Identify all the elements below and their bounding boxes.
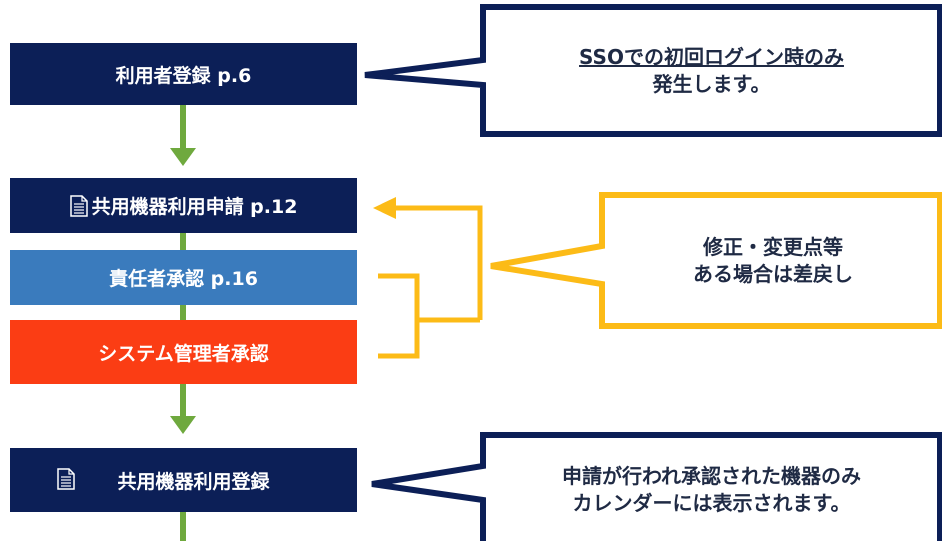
- callout-3-shape: [371, 432, 942, 541]
- step-manager-approval: 責任者承認 p.16: [10, 250, 357, 305]
- step-label: 共用機器利用登録: [117, 470, 270, 493]
- flow-arrow-4: [170, 384, 196, 434]
- callout-1-shape: [364, 4, 942, 137]
- callout-return-note: 修正・変更点等 ある場合は差戻し: [605, 198, 941, 324]
- callout-2-shape: [490, 192, 942, 329]
- document-icon: [57, 468, 75, 490]
- step-admin-approval: システム管理者承認: [10, 320, 357, 384]
- callout-line-2: 発生します。: [652, 71, 771, 96]
- step-equipment-registration: 共用機器利用登録: [10, 448, 357, 512]
- callout-calendar-note: 申請が行われ承認された機器のみ カレンダーには表示されます。: [486, 438, 937, 541]
- callout-line-1: 申請が行われ承認された機器のみ: [562, 463, 861, 488]
- flow-arrow-1: [170, 105, 196, 166]
- document-icon: [69, 194, 88, 217]
- step-label: 共用機器利用申請 p.12: [91, 196, 298, 218]
- step-user-registration: 利用者登録 p.6: [10, 43, 357, 105]
- return-bracket: [378, 205, 483, 359]
- callout-line-1: 修正・変更点等: [703, 235, 843, 259]
- step-equipment-application: 共用機器利用申請 p.12: [10, 178, 357, 233]
- callout-line-2: ある場合は差戻し: [693, 262, 853, 286]
- callout-sso-note: SSOでの初回ログイン時のみ 発生します。: [486, 10, 937, 131]
- step-label: 責任者承認 p.16: [109, 268, 258, 290]
- callout-line-1: SSOでの初回ログイン時のみ: [579, 44, 844, 69]
- callout-line-2: カレンダーには表示されます。: [572, 490, 851, 515]
- step-label: 利用者登録 p.6: [115, 64, 252, 87]
- return-arrowhead: [373, 197, 396, 219]
- step-label: システム管理者承認: [98, 342, 269, 365]
